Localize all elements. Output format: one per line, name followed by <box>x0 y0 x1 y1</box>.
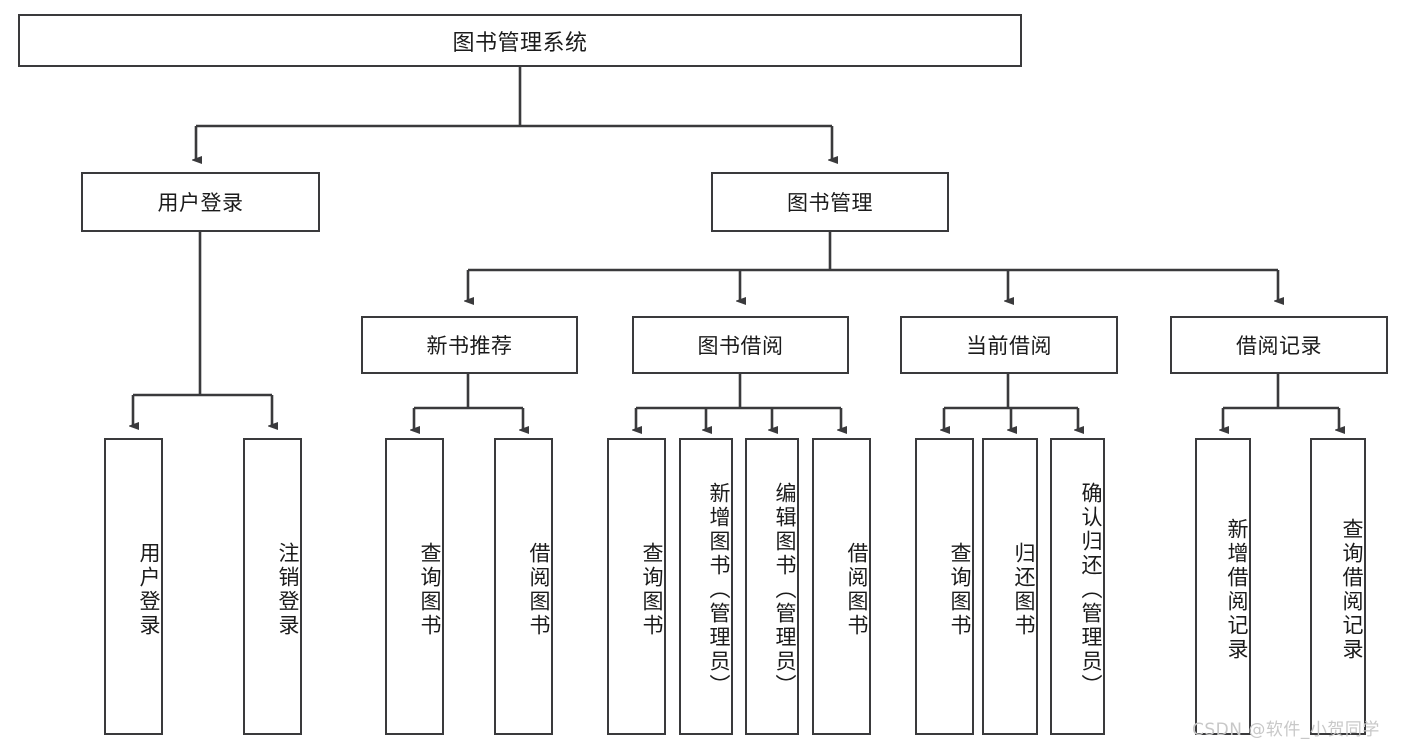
leaf-book-borrow-borrow-books[interactable]: 借阅图书 <box>812 438 871 735</box>
node-current-borrow[interactable]: 当前借阅 <box>900 316 1118 374</box>
leaf-current-borrow-confirm-return-admin[interactable]: 确认归还（管理员） <box>1050 438 1105 735</box>
leaf-new-book-borrow-books[interactable]: 借阅图书 <box>494 438 553 735</box>
node-borrow-record[interactable]: 借阅记录 <box>1170 316 1388 374</box>
leaf-user-login-login[interactable]: 用户登录 <box>104 438 163 735</box>
node-book-borrow[interactable]: 图书借阅 <box>632 316 849 374</box>
leaf-book-borrow-add-book-admin[interactable]: 新增图书（管理员） <box>679 438 733 735</box>
node-book-management[interactable]: 图书管理 <box>711 172 949 232</box>
leaf-borrow-record-query-record[interactable]: 查询借阅记录 <box>1310 438 1366 735</box>
leaf-user-login-logout[interactable]: 注销登录 <box>243 438 302 735</box>
leaf-current-borrow-query-books[interactable]: 查询图书 <box>915 438 974 735</box>
node-root-book-management-system[interactable]: 图书管理系统 <box>18 14 1022 67</box>
csdn-watermark: CSDN @软件_小贺同学 <box>1192 720 1380 740</box>
leaf-borrow-record-add-record[interactable]: 新增借阅记录 <box>1195 438 1251 735</box>
leaf-book-borrow-edit-book-admin[interactable]: 编辑图书（管理员） <box>745 438 799 735</box>
node-user-login[interactable]: 用户登录 <box>81 172 320 232</box>
leaf-book-borrow-query-books[interactable]: 查询图书 <box>607 438 666 735</box>
leaf-current-borrow-return-books[interactable]: 归还图书 <box>982 438 1038 735</box>
leaf-new-book-query-books[interactable]: 查询图书 <box>385 438 444 735</box>
node-new-book-recommend[interactable]: 新书推荐 <box>361 316 578 374</box>
